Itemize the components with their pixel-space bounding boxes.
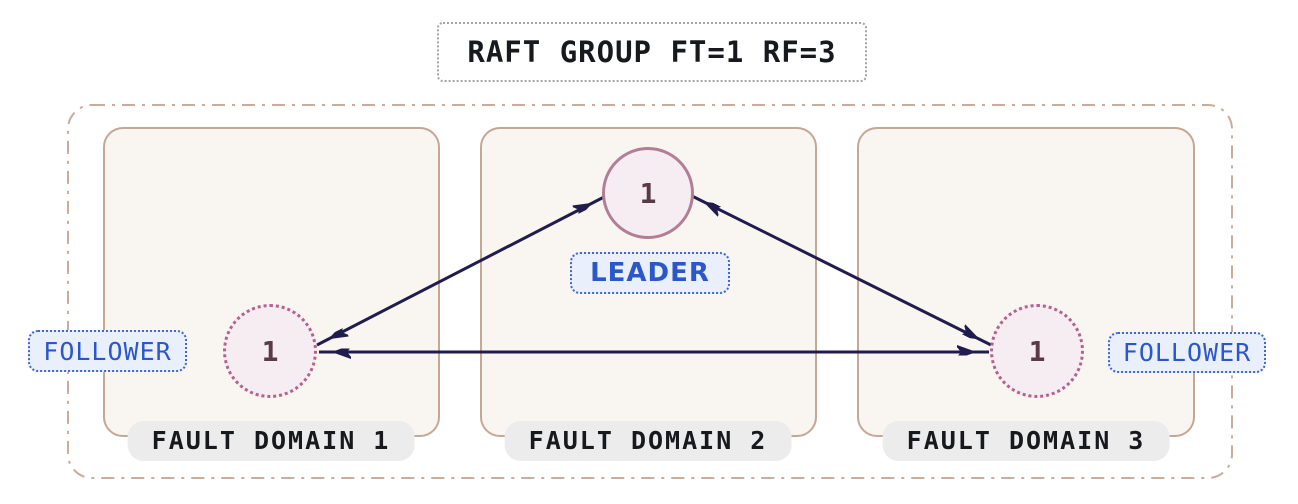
follower-node-1: 1 (223, 304, 317, 398)
follower-node-3: 1 (990, 304, 1084, 398)
follower-node-3-value: 1 (1028, 334, 1046, 368)
fault-domain-2-label: FAULT DOMAIN 2 (504, 421, 792, 461)
leader-node: 1 (602, 147, 694, 239)
raft-group-title-text: RAFT GROUP FT=1 RF=3 (467, 35, 837, 69)
follower-role-badge-3: FOLLOWER (1108, 332, 1266, 373)
follower-role-badge-1: FOLLOWER (28, 330, 187, 372)
fault-domain-1-label: FAULT DOMAIN 1 (127, 421, 415, 461)
fault-domain-3-label: FAULT DOMAIN 3 (882, 421, 1170, 461)
leader-role-badge: LEADER (570, 252, 730, 294)
raft-group-title: RAFT GROUP FT=1 RF=3 (437, 22, 867, 82)
leader-node-value: 1 (639, 176, 657, 210)
follower-node-1-value: 1 (261, 334, 279, 368)
